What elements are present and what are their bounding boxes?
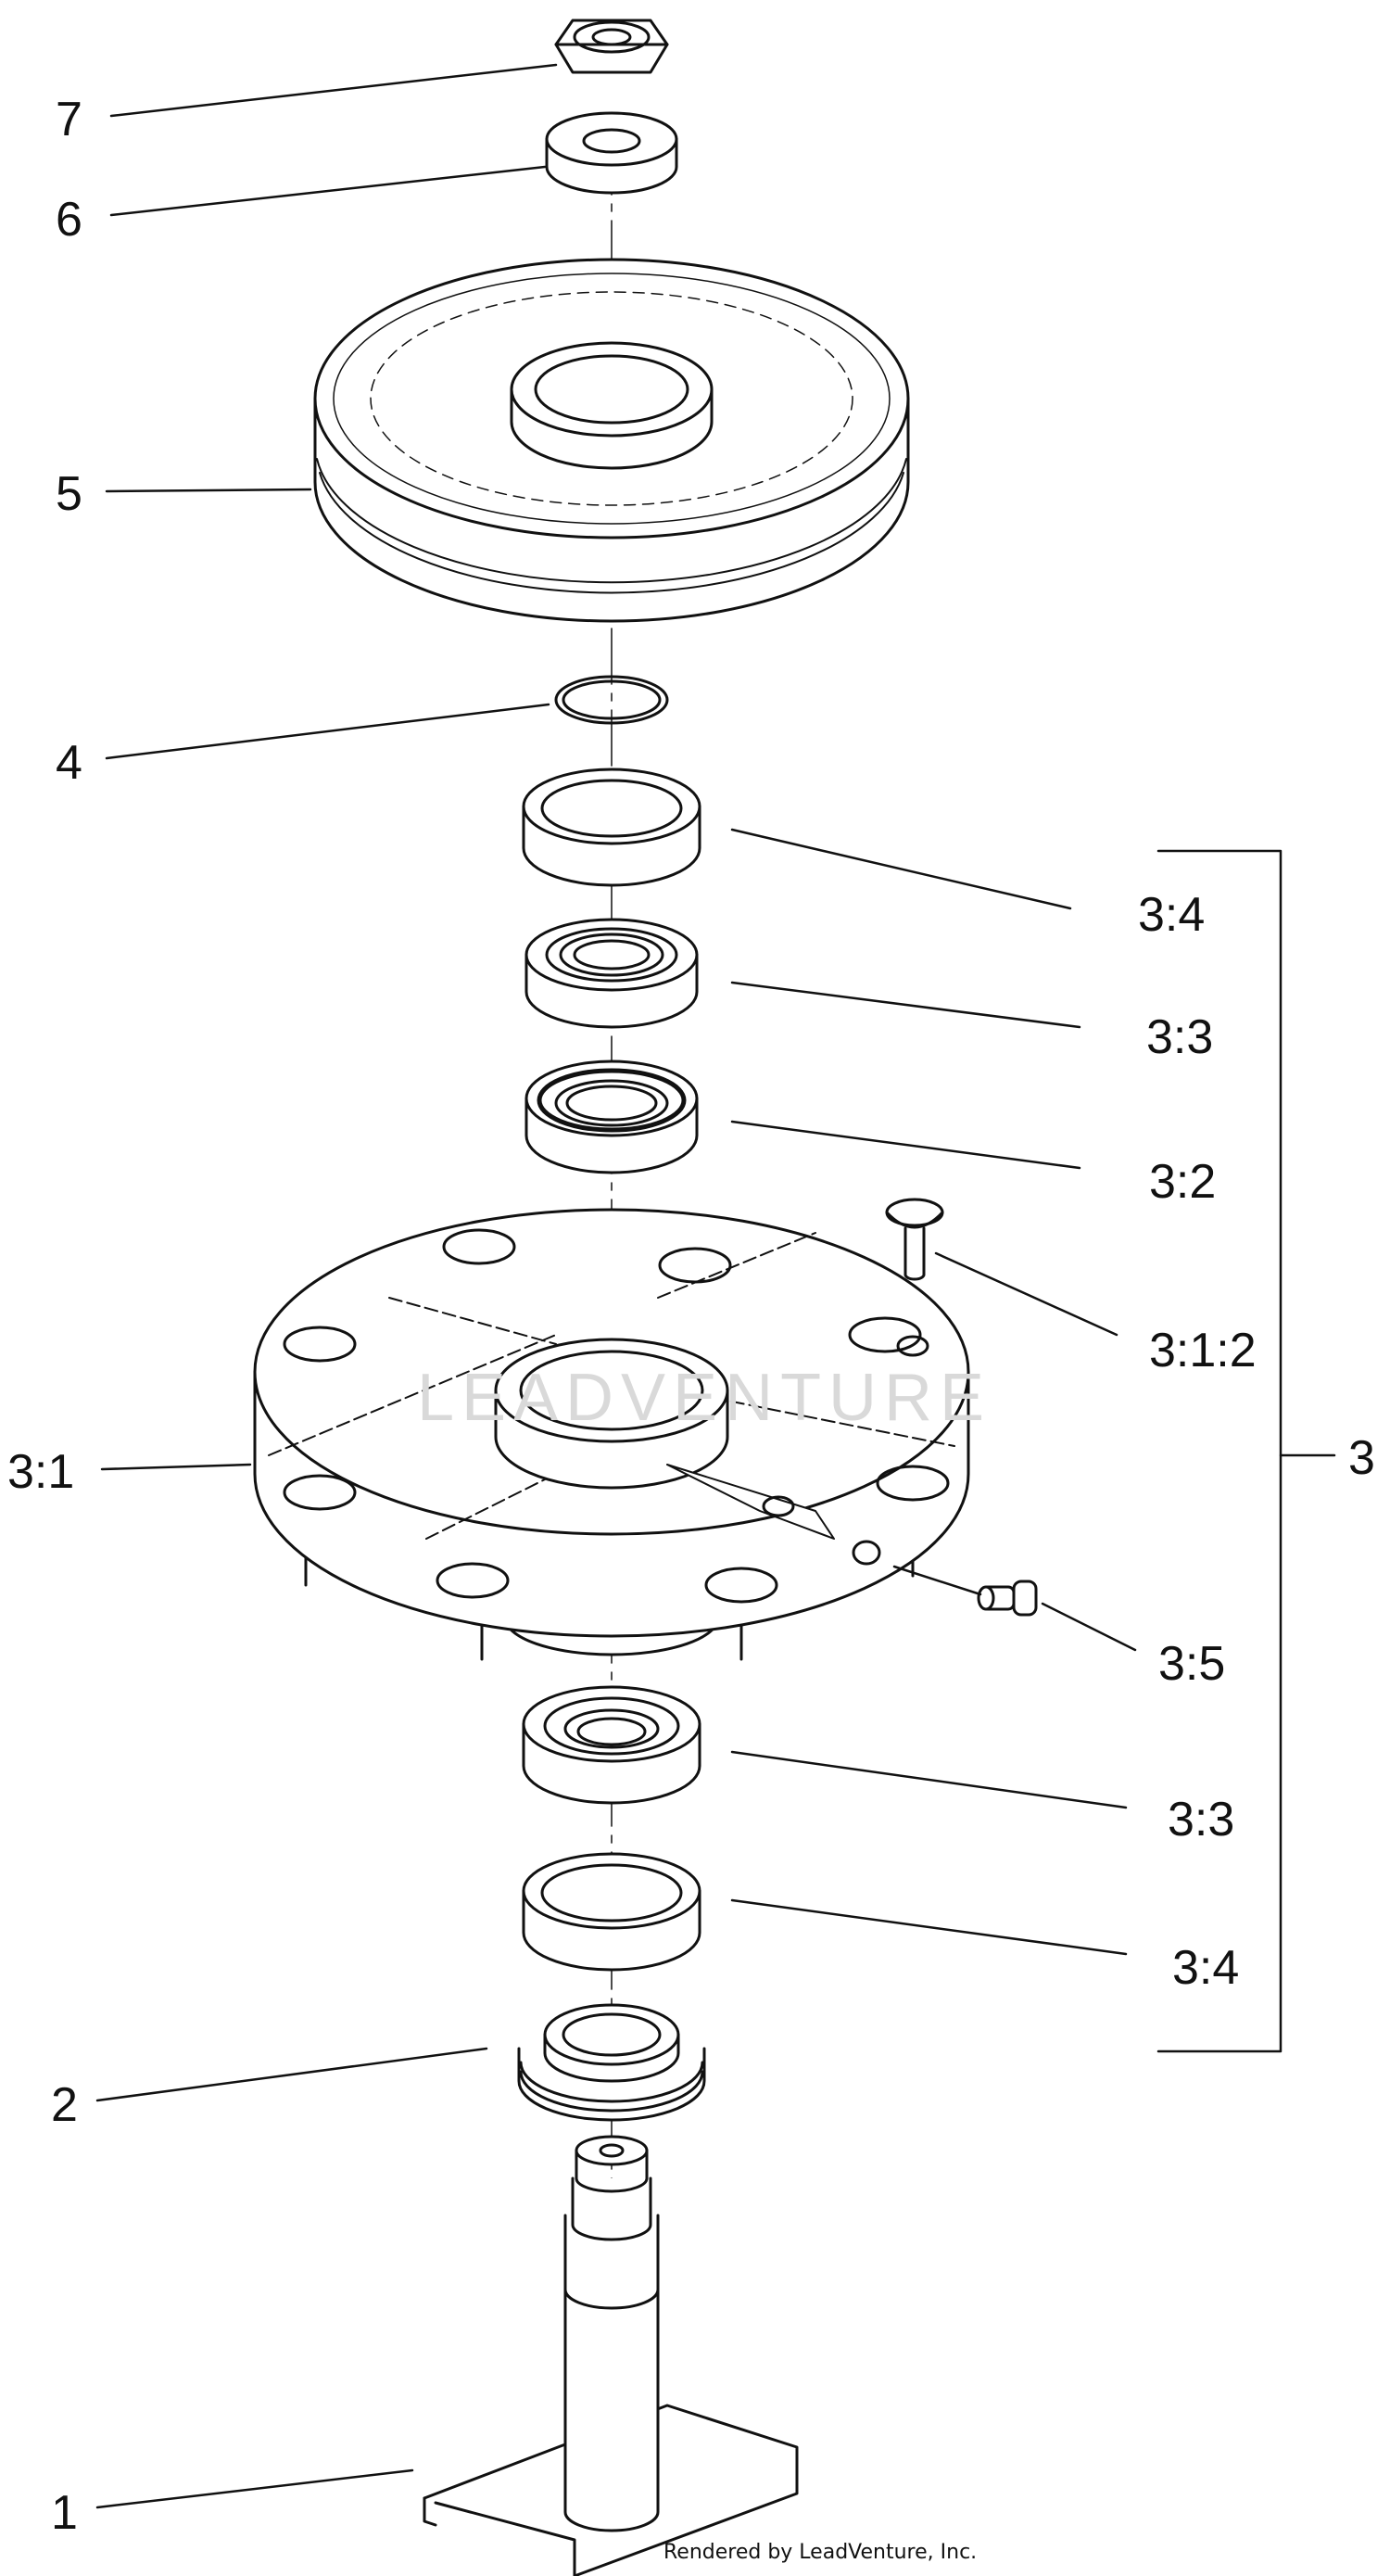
callout-2: 2 (51, 2078, 78, 2132)
callout-3-4-lower: 3:4 (1172, 1941, 1239, 1995)
callout-5: 5 (56, 467, 82, 521)
part-4-ring (554, 675, 669, 725)
assembly-3-bracket (1156, 849, 1336, 2053)
part-3-5-grease-fitting (977, 1580, 1038, 1617)
part-3-4-seal-upper (522, 768, 701, 887)
watermark: LEADVENTURE (417, 1361, 992, 1435)
part-5-pulley (313, 258, 910, 623)
callout-3-4-upper: 3:4 (1138, 888, 1205, 942)
part-3-4-seal-lower (522, 1852, 701, 1972)
part-6-washer (545, 111, 678, 195)
footer-credit: Rendered by LeadVenture, Inc. (663, 2541, 977, 2564)
part-7-nut (554, 19, 669, 74)
part-3-1-2-pin (885, 1198, 944, 1357)
part-2-spacer (517, 2003, 706, 2122)
callout-3-1: 3:1 (7, 1445, 74, 1499)
part-1-spindle (423, 2135, 799, 2576)
callout-3-5: 3:5 (1158, 1637, 1225, 1691)
callout-3-2: 3:2 (1149, 1155, 1216, 1209)
callout-1: 1 (51, 2486, 78, 2540)
part-3-3-bearing-lower (522, 1685, 701, 1805)
callout-3-3-lower: 3:3 (1168, 1793, 1234, 1846)
callout-3-3-upper: 3:3 (1146, 1010, 1213, 1064)
callout-4: 4 (56, 736, 82, 790)
callout-3-1-2: 3:1:2 (1149, 1324, 1257, 1377)
leader-lines (95, 63, 1137, 2509)
callout-3: 3 (1348, 1431, 1375, 1485)
part-3-3-bearing-upper (524, 918, 699, 1029)
part-3-1-housing (253, 1208, 970, 1661)
callout-6: 6 (56, 193, 82, 247)
part-3-2-bearing (524, 1060, 699, 1174)
callout-7: 7 (56, 93, 82, 146)
